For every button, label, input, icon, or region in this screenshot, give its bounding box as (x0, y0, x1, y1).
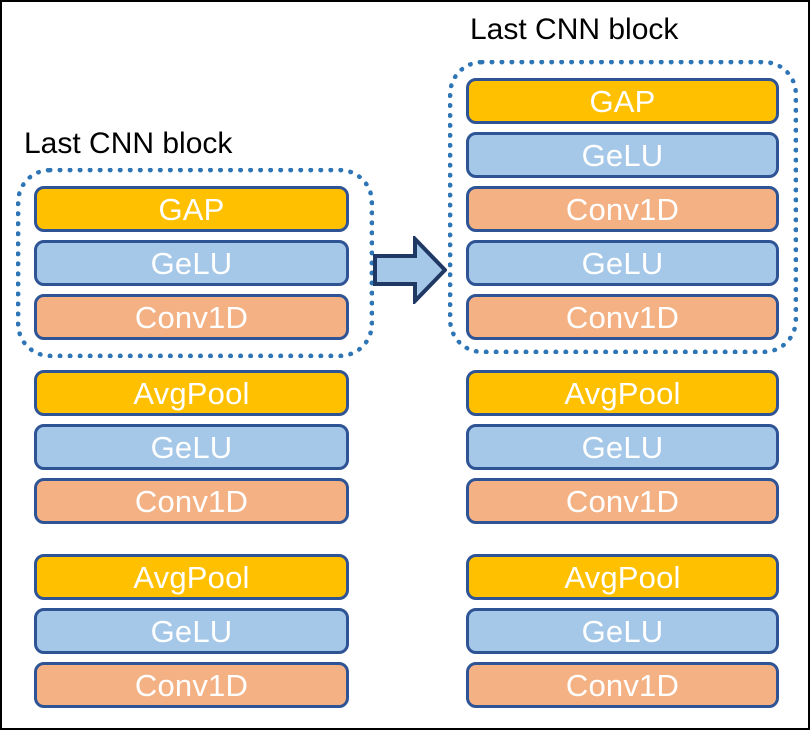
layer-conv1d[interactable]: Conv1D (466, 662, 779, 708)
layer-gelu[interactable]: GeLU (34, 608, 349, 654)
layer-gap[interactable]: GAP (466, 78, 779, 124)
layer-avgpool[interactable]: AvgPool (34, 554, 349, 600)
layer-avgpool[interactable]: AvgPool (466, 370, 779, 416)
layer-label: Conv1D (134, 483, 249, 519)
layer-label: GAP (589, 83, 656, 119)
right-arrow-icon (373, 234, 448, 306)
layer-label: GAP (158, 191, 225, 227)
layer-group: GAP GeLU Conv1D GeLU Conv1D (466, 78, 779, 340)
layer-label: Conv1D (565, 483, 680, 519)
layer-gelu[interactable]: GeLU (34, 424, 349, 470)
layer-label: Conv1D (134, 667, 249, 703)
layer-conv1d[interactable]: Conv1D (34, 294, 349, 340)
layer-label: GeLU (150, 613, 233, 649)
layer-avgpool[interactable]: AvgPool (34, 370, 349, 416)
layer-group-spacer (466, 524, 779, 554)
right-last-cnn-block-highlight (448, 60, 798, 354)
layer-group-spacer (466, 340, 779, 370)
layer-conv1d[interactable]: Conv1D (34, 478, 349, 524)
layer-label: AvgPool (564, 375, 681, 411)
layer-label: AvgPool (133, 375, 250, 411)
layer-label: GeLU (150, 245, 233, 281)
layer-gelu[interactable]: GeLU (466, 608, 779, 654)
layer-label: Conv1D (565, 191, 680, 227)
layer-label: GeLU (581, 429, 664, 465)
left-last-cnn-block-highlight (16, 168, 374, 358)
layer-gelu[interactable]: GeLU (466, 240, 779, 286)
layer-label: AvgPool (564, 559, 681, 595)
layer-group-spacer (34, 340, 349, 370)
layer-label: AvgPool (133, 559, 250, 595)
layer-conv1d[interactable]: Conv1D (466, 294, 779, 340)
left-block-title: Last CNN block (24, 127, 233, 160)
layer-label: Conv1D (565, 299, 680, 335)
layer-label: GeLU (150, 429, 233, 465)
layer-gelu[interactable]: GeLU (34, 240, 349, 286)
layer-conv1d[interactable]: Conv1D (466, 186, 779, 232)
layer-gelu[interactable]: GeLU (466, 424, 779, 470)
layer-label: GeLU (581, 613, 664, 649)
layer-group: GAP GeLU Conv1D (34, 186, 349, 340)
layer-conv1d[interactable]: Conv1D (466, 478, 779, 524)
layer-label: GeLU (581, 245, 664, 281)
layer-label: Conv1D (565, 667, 680, 703)
layer-conv1d[interactable]: Conv1D (34, 662, 349, 708)
layer-gelu[interactable]: GeLU (466, 132, 779, 178)
layer-avgpool[interactable]: AvgPool (466, 554, 779, 600)
layer-gap[interactable]: GAP (34, 186, 349, 232)
layer-label: Conv1D (134, 299, 249, 335)
layer-label: GeLU (581, 137, 664, 173)
layer-group-spacer (34, 524, 349, 554)
right-block-title: Last CNN block (470, 13, 679, 46)
